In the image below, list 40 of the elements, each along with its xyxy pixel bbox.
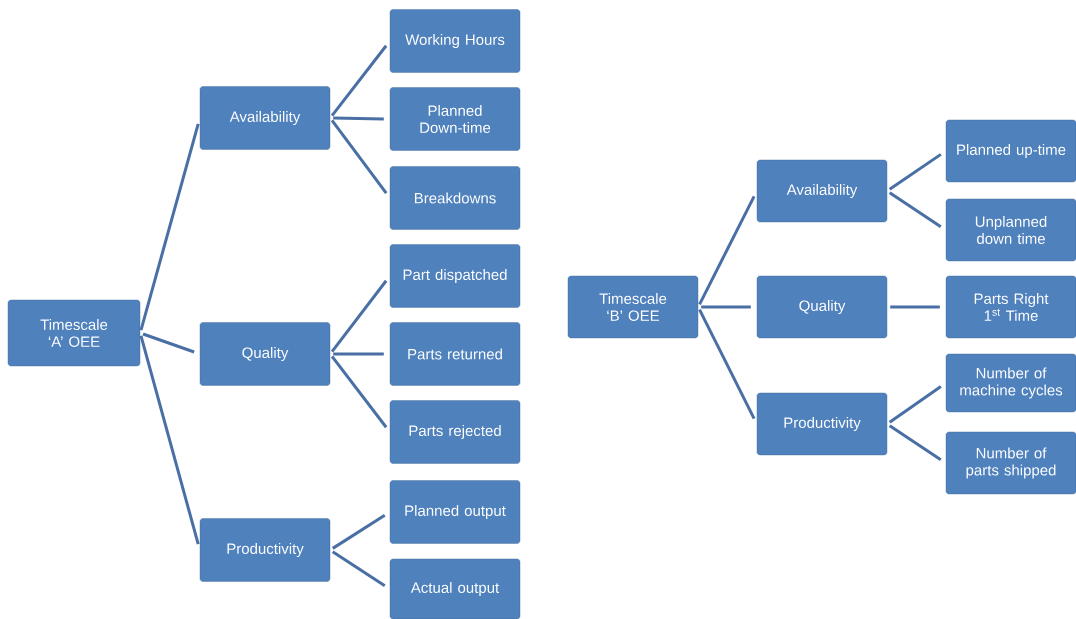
connector-line <box>330 119 388 195</box>
process-box: Timescale ‘B’ OEE <box>567 275 699 339</box>
process-box: Availability <box>199 86 331 150</box>
connector-line <box>888 153 942 191</box>
connector-line <box>142 332 195 354</box>
connector-line <box>888 424 942 461</box>
connector-line <box>330 355 388 429</box>
connector-line <box>330 279 388 353</box>
process-box: Planned output <box>389 480 521 544</box>
process-box: Part dispatched <box>389 244 521 308</box>
process-box: Productivity <box>756 392 888 456</box>
process-box: Quality <box>199 322 331 386</box>
process-box: Productivity <box>199 518 331 582</box>
process-box: Number of parts shipped <box>945 431 1076 495</box>
connector-line <box>330 44 388 117</box>
process-box: Breakdowns <box>389 166 521 230</box>
process-box: Parts rejected <box>389 400 521 464</box>
connector-line <box>701 305 751 309</box>
connector-line <box>333 116 384 121</box>
connector-line <box>331 550 386 587</box>
connector-line <box>139 335 200 545</box>
process-box: Number of machine cycles <box>945 353 1076 413</box>
process-box: Unplanned down time <box>945 198 1076 262</box>
process-box: Availability <box>756 159 888 223</box>
connector-line <box>698 195 756 305</box>
connector-line <box>888 191 942 228</box>
connector-line <box>888 385 942 424</box>
process-box: Planned up-time <box>945 119 1076 183</box>
process-box: Planned Down-time <box>389 87 521 151</box>
connector-line <box>698 309 756 420</box>
process-box: Parts returned <box>389 322 521 386</box>
process-box: Quality <box>756 275 888 339</box>
process-box: Timescale ‘A’ OEE <box>7 299 141 367</box>
process-box: Actual output <box>389 558 521 619</box>
connector-line <box>139 123 200 331</box>
connector-line <box>333 352 384 356</box>
connector-line <box>331 513 386 550</box>
connector-line <box>890 305 940 309</box>
process-box: Working Hours <box>389 9 521 73</box>
process-box: Parts Right 1$^{st}$ Time <box>945 275 1076 339</box>
